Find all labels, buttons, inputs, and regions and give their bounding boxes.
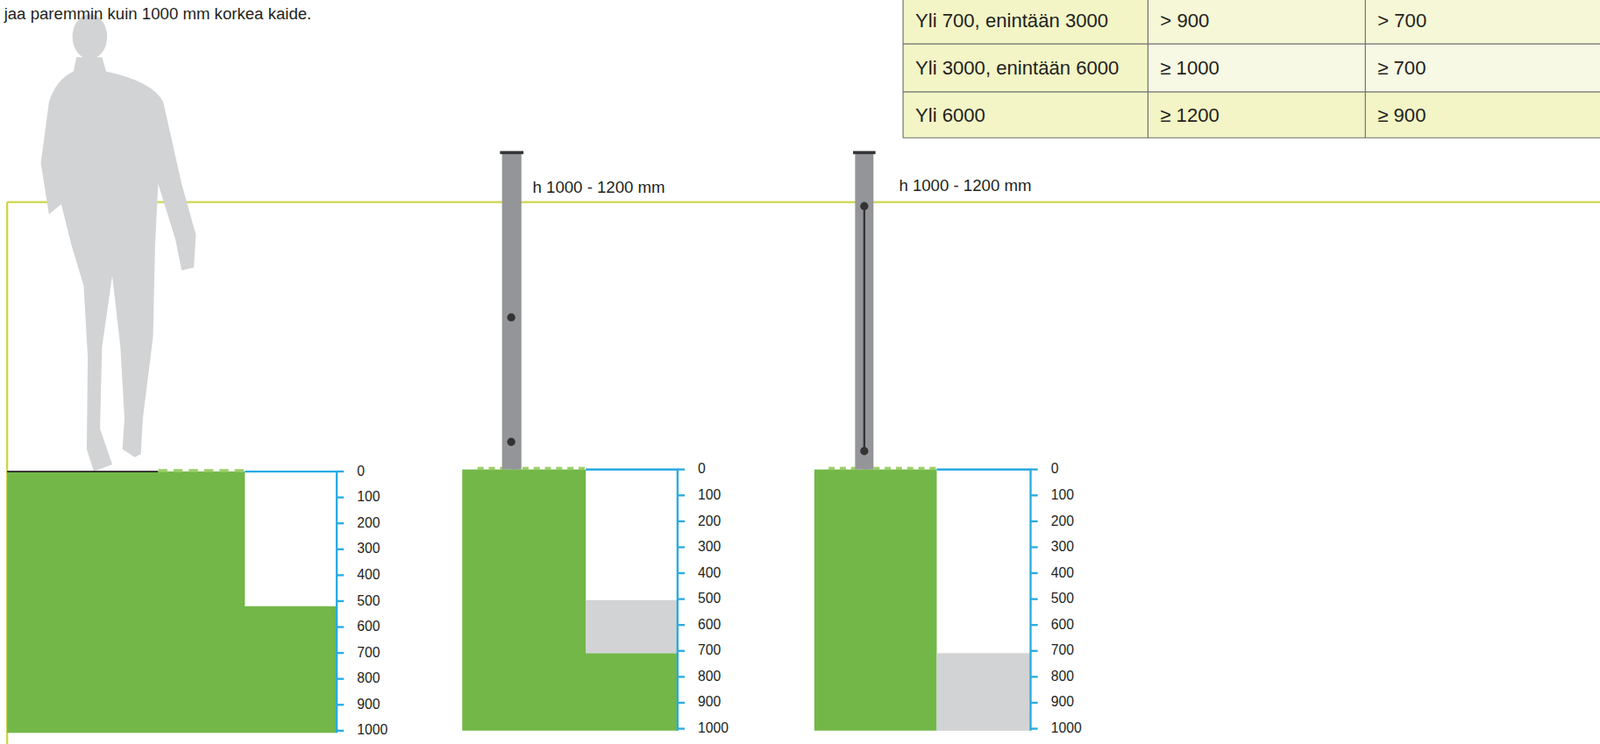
- scale-tick: [1031, 624, 1039, 626]
- scale-number: 300: [697, 539, 721, 555]
- scale-number: 200: [356, 515, 380, 532]
- scale-tick: [336, 704, 344, 706]
- scale-number: 300: [1051, 539, 1074, 555]
- scale-tick: [336, 522, 344, 525]
- height-dimension: h 1000 - 1200 mm: [898, 176, 1032, 195]
- scale-number: 0: [356, 463, 365, 480]
- scale-number: 800: [1051, 668, 1074, 685]
- scale-number: 800: [356, 670, 380, 687]
- reference-frame: [7, 202, 1600, 744]
- scale-number: 1000: [1051, 720, 1082, 737]
- scale-number: 600: [697, 617, 721, 633]
- scale-number: 400: [356, 567, 380, 584]
- scale-number: 700: [697, 642, 721, 659]
- scale-tick: [1031, 469, 1039, 471]
- scale-number: 400: [697, 565, 721, 582]
- scale-tick: [677, 546, 685, 548]
- table-cell: ≥ 1200: [1159, 104, 1219, 127]
- note-text: jaa paremmin kuin 1000 mm korkea kaide.: [4, 5, 313, 24]
- height-table: [903, 0, 1600, 138]
- scale-tick: [1031, 597, 1039, 600]
- scale-tick: [677, 675, 685, 678]
- scale-tick: [677, 494, 685, 497]
- scale-tick: [1031, 650, 1039, 653]
- scale-number: 700: [356, 645, 380, 662]
- scale-tick: [1031, 494, 1039, 497]
- ground-section-2: [462, 150, 678, 731]
- scale-tick: [677, 727, 685, 730]
- scale-tick: [1031, 702, 1039, 704]
- scale-number: 500: [1051, 590, 1074, 607]
- table-cell: ≥ 700: [1377, 56, 1426, 79]
- scale-tick: [1031, 727, 1039, 730]
- scale-number: 1000: [356, 722, 388, 739]
- scale-number: 200: [697, 512, 721, 529]
- table-cell: ≥ 900: [1377, 104, 1426, 127]
- scale-number: 900: [1051, 694, 1074, 711]
- table-cell: Yli 700, enintään 3000: [915, 10, 1109, 33]
- scale-tick: [336, 470, 344, 473]
- scale-number: 0: [1051, 461, 1060, 477]
- scale-tick: [1031, 572, 1039, 575]
- scale-tick: [677, 572, 685, 575]
- scale-tick: [1031, 520, 1039, 523]
- scale-tick: [336, 496, 344, 498]
- scale-tick: [1031, 546, 1039, 548]
- scale-tick: [336, 574, 344, 576]
- scale-tick: [677, 650, 685, 653]
- scale-number: 100: [697, 487, 721, 504]
- scale-tick: [336, 548, 344, 551]
- scale-number: 900: [697, 694, 721, 711]
- table-cell: Yli 3000, enintään 6000: [915, 56, 1119, 79]
- scale-number: 600: [1051, 617, 1074, 633]
- table-cell: > 900: [1159, 10, 1209, 33]
- scale-number: 300: [356, 540, 380, 557]
- scale-number: 200: [1051, 512, 1074, 529]
- scale-tick: [677, 624, 685, 626]
- person-silhouette: [41, 14, 197, 472]
- scale-number: 400: [1051, 565, 1074, 582]
- scale-number: 0: [697, 461, 706, 477]
- scale-number: 700: [1051, 642, 1074, 659]
- height-dimension: h 1000 - 1200 mm: [533, 177, 666, 197]
- scale-tick: [677, 469, 685, 471]
- scale-tick: [1031, 675, 1039, 678]
- ground-section-1: [7, 470, 337, 733]
- scale-tick: [336, 678, 344, 681]
- table-cell: Yli 6000: [915, 104, 986, 127]
- scale-tick: [336, 652, 344, 655]
- ground-section-3: [814, 150, 1032, 731]
- scale-tick: [677, 702, 685, 704]
- scale-tick: [336, 625, 344, 628]
- scale-ticks: [336, 469, 1039, 732]
- scale-tick: [677, 520, 685, 523]
- scale-number: 600: [356, 618, 380, 635]
- scale-tick: [336, 600, 344, 603]
- scale-number: 900: [356, 696, 380, 713]
- scale-tick: [336, 730, 344, 733]
- scale-number: 500: [697, 590, 721, 607]
- scale-number: 1000: [697, 720, 729, 737]
- table-cell: ≥ 1000: [1159, 56, 1219, 79]
- scale-number: 100: [1051, 487, 1074, 504]
- scale-number: 100: [356, 489, 380, 505]
- scale-number: 500: [356, 593, 380, 610]
- scale-number: 800: [697, 668, 721, 685]
- scale-tick: [677, 597, 685, 600]
- table-cell: > 700: [1377, 10, 1427, 33]
